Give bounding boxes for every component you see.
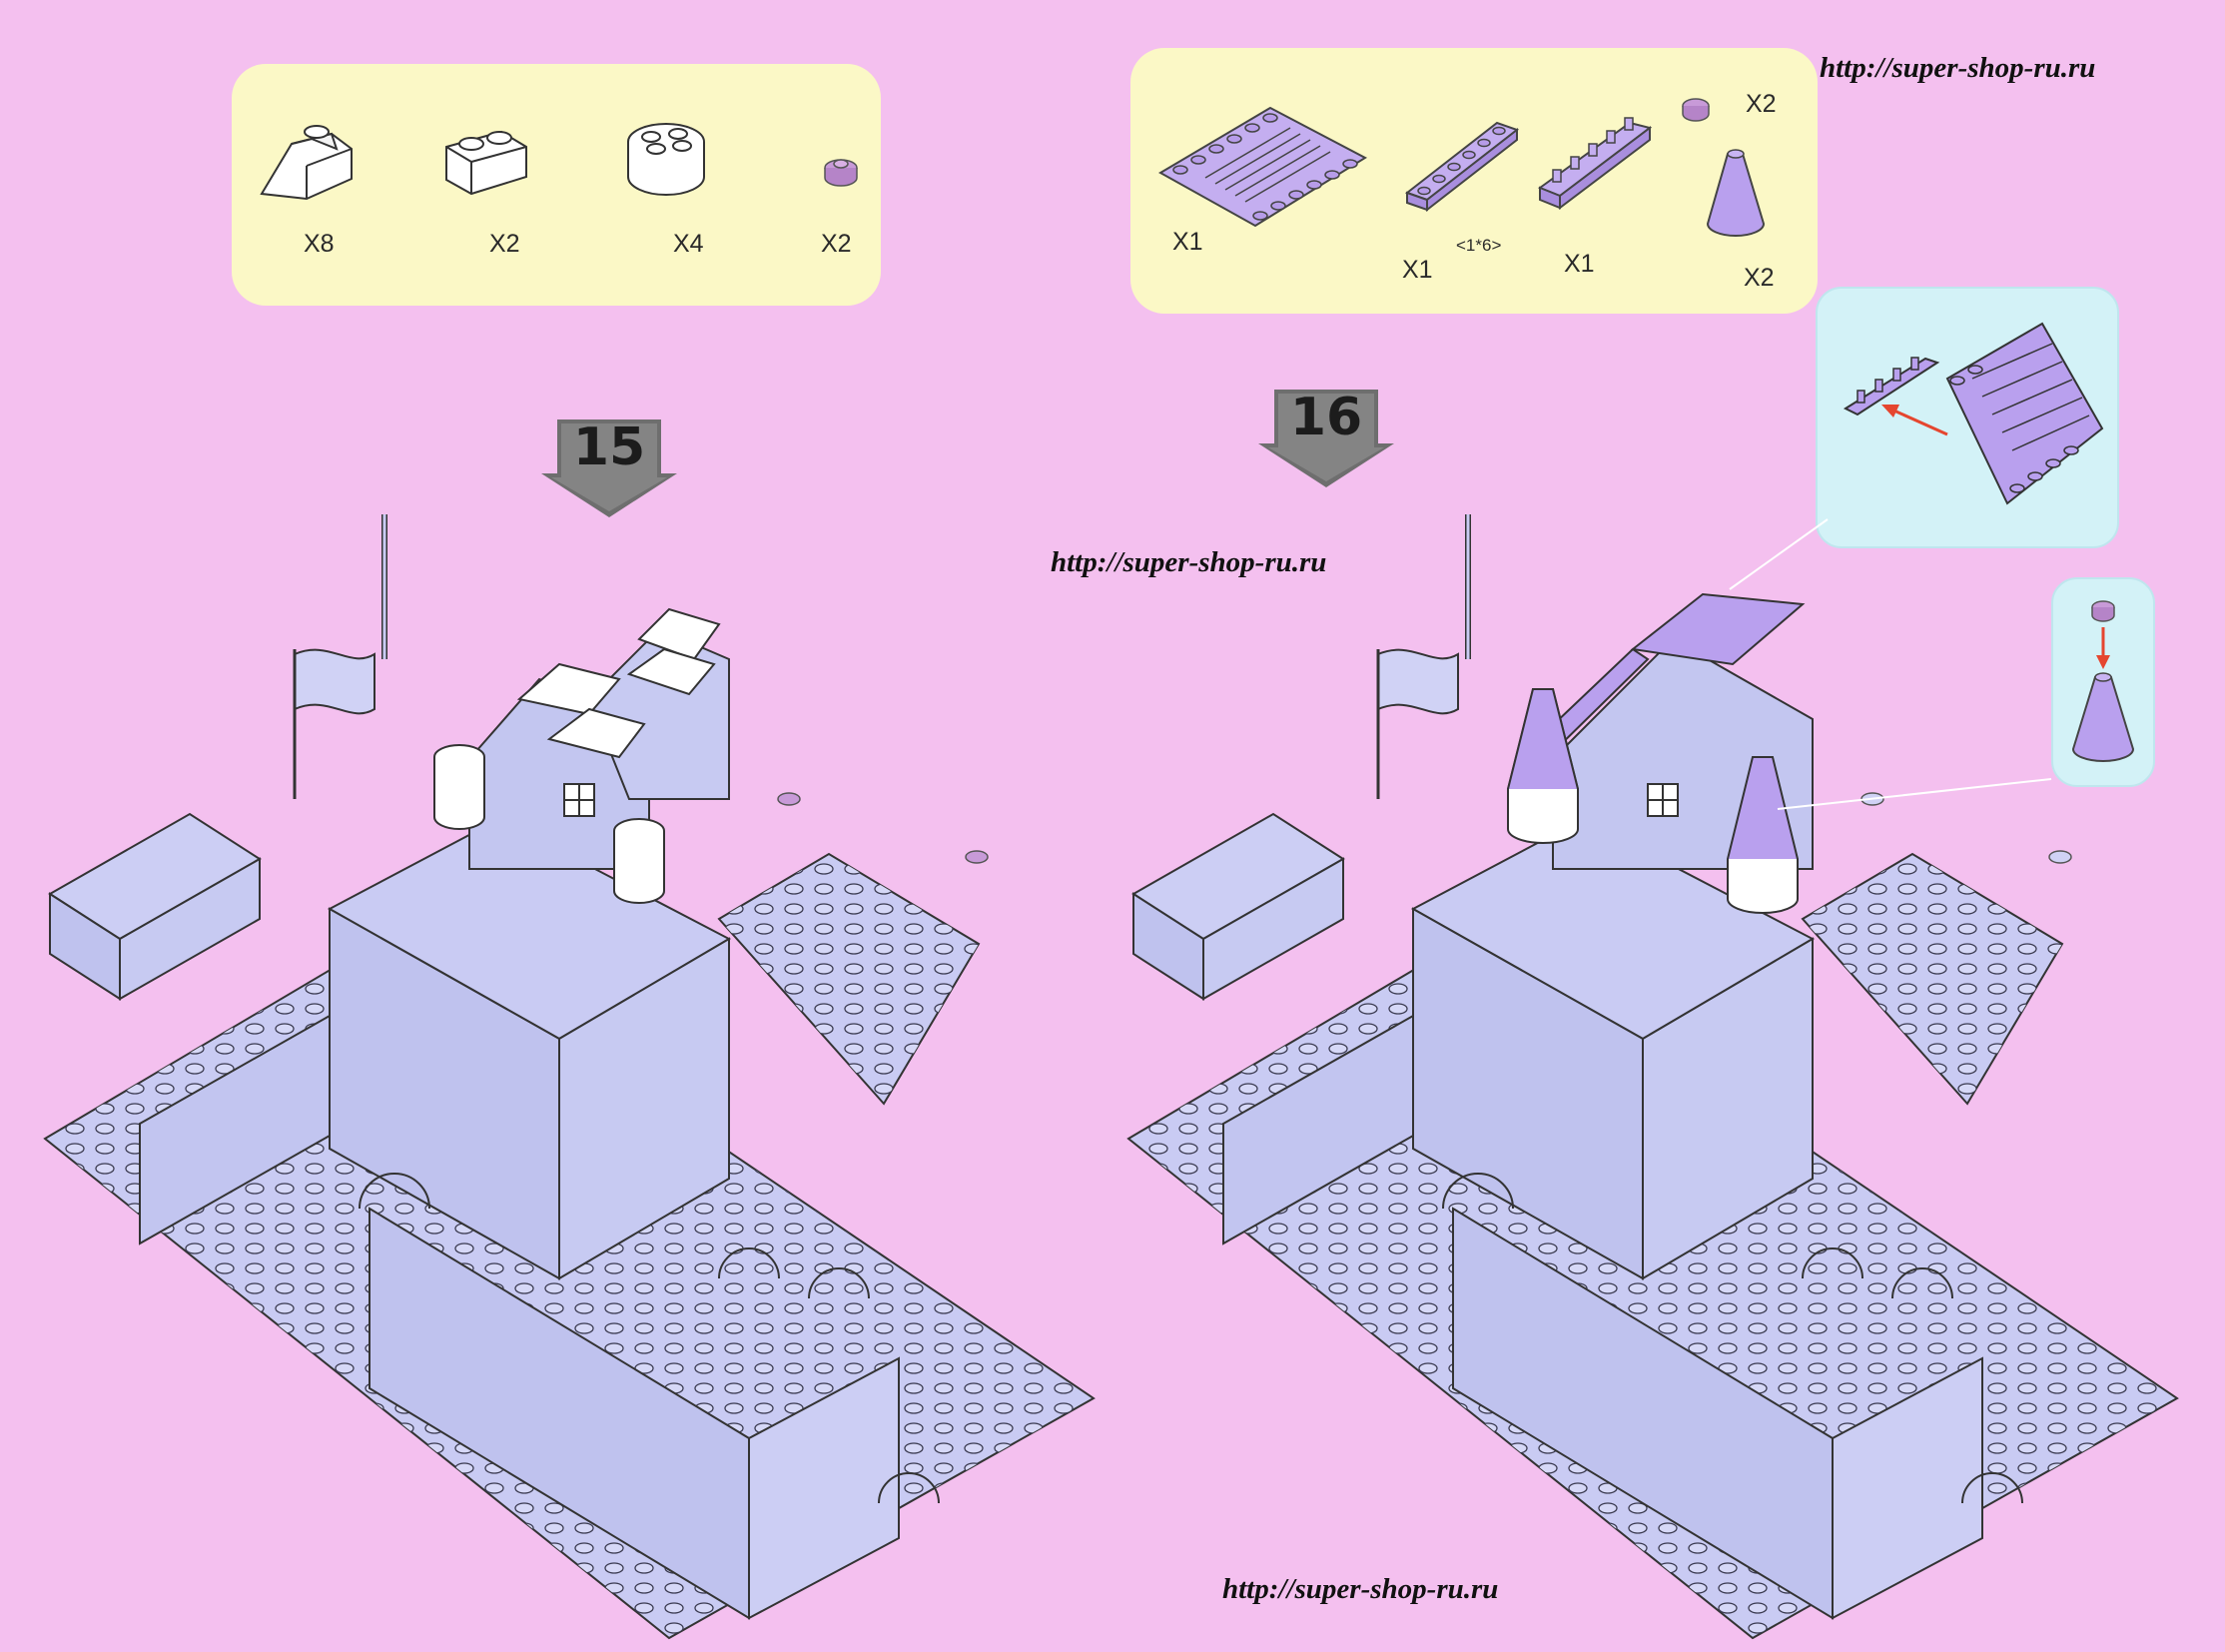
step15-qty-3: X4 — [673, 230, 704, 258]
watermark-url-middle[interactable]: http://super-shop-ru.ru — [1051, 546, 1327, 578]
step16-parts-box: X1 X1 <1*6> X1 X2 X2 — [1130, 48, 1818, 314]
purple-hinge-plate-icon — [1537, 117, 1653, 211]
purple-1x6-plate-icon — [1404, 121, 1520, 213]
purple-cone-icon — [1706, 149, 1766, 237]
step-16-marker: 16 — [1256, 382, 1396, 491]
step16-plate-size-note: <1*6> — [1456, 236, 1502, 255]
step16-qty-1: X1 — [1172, 228, 1203, 256]
white-round-brick-icon — [627, 123, 705, 196]
watermark-url-bottom[interactable]: http://super-shop-ru.ru — [1222, 1573, 1499, 1605]
white-2x1-brick-icon — [445, 130, 527, 196]
step16-qty-3: X1 — [1564, 250, 1595, 278]
step16-roof-attach-inset — [1816, 287, 2119, 548]
cone-attach-detail-icon — [2071, 600, 2135, 762]
step-15-number: 15 — [572, 417, 646, 477]
purple-round-plate-icon — [1682, 98, 1710, 122]
white-slope-brick-icon — [260, 125, 353, 201]
step15-qty-4: X2 — [821, 230, 852, 258]
step16-qty-5: X2 — [1744, 264, 1775, 292]
step15-castle-model — [43, 514, 1096, 1640]
step16-castle-model — [1126, 514, 2179, 1640]
step15-qty-2: X2 — [489, 230, 520, 258]
step-15-marker: 15 — [539, 412, 679, 521]
step16-cone-attach-inset — [2051, 577, 2155, 787]
purple-hinge-roof-plate-icon — [1157, 106, 1368, 228]
step16-qty-4: X2 — [1746, 90, 1777, 118]
purple-round-plate-icon — [824, 159, 858, 187]
step-16-number: 16 — [1289, 388, 1363, 447]
watermark-url-top-right[interactable]: http://super-shop-ru.ru — [1820, 52, 2096, 84]
step15-qty-1: X8 — [304, 230, 335, 258]
step16-qty-2: X1 — [1402, 256, 1433, 284]
roof-attach-detail-icon — [1843, 322, 2104, 505]
step15-parts-box: X8 X2 X4 X2 — [232, 64, 881, 306]
